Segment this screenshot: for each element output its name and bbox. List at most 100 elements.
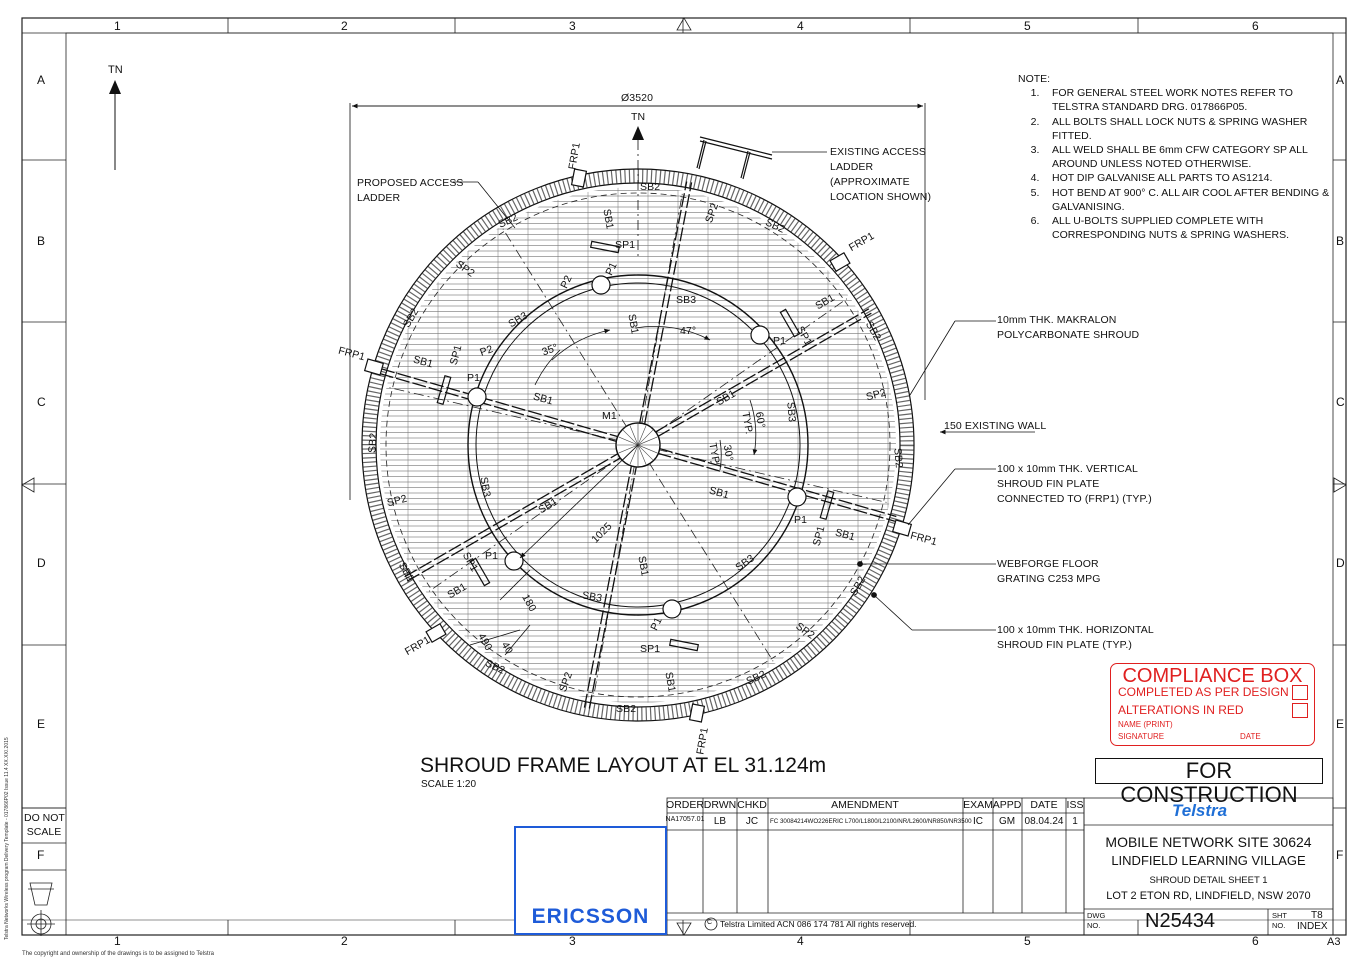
shroud-plan: [361, 168, 915, 723]
callout-existing-wall: 150 EXISTING WALL: [944, 420, 1047, 432]
frp1-bracket: [363, 358, 385, 376]
label-sb2-right: SB2: [891, 447, 905, 469]
frp1-bracket: [891, 519, 913, 537]
plan-north-arrow: [632, 126, 644, 260]
callout-existing-ladder-line2: LADDER: [830, 161, 874, 173]
grid-col-label-bottom: 2: [341, 934, 348, 948]
note-item: 4. HOT DIP GALVANISE ALL PARTS TO AS1214.: [1018, 171, 1338, 185]
callout-leaders: [453, 151, 1035, 631]
label-p1-upper-right: P1: [773, 335, 787, 347]
pipe-node-p1: [662, 599, 682, 619]
grid-row-label-left: B: [37, 234, 46, 248]
amendment-header-cell: ISS: [1066, 799, 1084, 811]
compliance-completed-label: COMPLETED AS PER DESIGN: [1118, 685, 1289, 699]
callout-existing-ladder: EXISTING ACCESS LADDER (APPROXIMATE LOCA…: [830, 145, 931, 205]
pipe-node-p1: [467, 387, 487, 407]
title-block-grid: [1083, 797, 1334, 936]
label-sb3-top: SB3: [676, 294, 697, 306]
callout-proposed-ladder-line1: PROPOSED ACCESS: [357, 177, 464, 189]
grid-col-label-bottom: 3: [569, 934, 576, 948]
grid-column-ticks: [227, 18, 1139, 935]
pipe-node-p1: [591, 275, 611, 295]
note-text: FOR GENERAL STEEL WORK NOTES REFER TO TE…: [1052, 87, 1293, 114]
drawing-number: N25434: [1145, 910, 1216, 932]
amendment-header-cell: EXAM: [963, 799, 993, 811]
compliance-title: COMPLIANCE BOX: [1122, 665, 1303, 687]
frp1-bracket: [829, 251, 851, 273]
callout-horizontal-fin: 100 x 10mm THK. HORIZONTAL SHROUD FIN PL…: [997, 623, 1154, 653]
notes-heading: NOTE:: [1018, 73, 1051, 85]
compliance-alterations-checkbox[interactable]: [1292, 703, 1308, 718]
grid-col-label-top: 1: [114, 19, 121, 33]
centre-mark-top: [676, 17, 692, 31]
amendment-header-cell: CHKD: [737, 799, 767, 811]
frp1-bracket: [688, 703, 706, 723]
callout-existing-ladder-line3: (APPROXIMATE: [830, 176, 910, 188]
note-number: 1.: [1030, 87, 1040, 100]
plan-north-label: TN: [631, 111, 646, 123]
site-address: LOT 2 ETON RD, LINDFIELD, NSW 2070: [1106, 890, 1311, 902]
amendment-header-cell: DATE: [1030, 799, 1058, 811]
grid-row-label-left: C: [37, 395, 46, 409]
sheet-size: A3: [1327, 936, 1341, 948]
amendment-header-cell: DRWN: [703, 799, 737, 811]
label-sb2-bottom: SB2: [616, 703, 637, 715]
frp1-bracket: [425, 622, 447, 644]
callout-horizontal-fin-line1: 100 x 10mm THK. HORIZONTAL: [997, 624, 1154, 636]
note-number: 4.: [1030, 172, 1040, 185]
callout-proposed-ladder: PROPOSED ACCESS LADDER: [357, 176, 464, 206]
copyright-line: Telstra Limited ACN 086 174 781 All righ…: [720, 919, 917, 929]
note-text: HOT DIP GALVANISE ALL PARTS TO AS1214.: [1052, 172, 1273, 185]
compliance-completed-checkbox[interactable]: [1292, 685, 1308, 700]
callout-makralon-line2: POLYCARBONATE SHROUD: [997, 329, 1140, 341]
site-name: LINDFIELD LEARNING VILLAGE: [1111, 853, 1306, 868]
sp1-clamp: [779, 308, 801, 338]
label-p1-left: P1: [467, 372, 481, 384]
sp1-clamp: [819, 489, 835, 521]
label-sb2-left: SB2: [366, 432, 380, 454]
index-label: INDEX: [1297, 921, 1328, 932]
centre-mark-bottom: [676, 922, 692, 936]
dwg-no-label: NO.: [1087, 921, 1101, 930]
amendment-row-cell: GM: [998, 816, 1016, 827]
angle-30: 30°: [720, 443, 736, 463]
grid-row-label-right: D: [1336, 556, 1345, 570]
pipe-node-p1: [750, 325, 770, 345]
grid-row-label-right: A: [1336, 73, 1345, 87]
label-sp1-bottom: SP1: [640, 643, 661, 655]
callout-webforge-line2: GRATING C253 MPG: [997, 573, 1101, 585]
frp1-bracket: [570, 168, 588, 188]
copyright-symbol: C: [707, 919, 713, 926]
note-number: 2.: [1030, 115, 1040, 128]
sht-label: SHT: [1272, 911, 1287, 920]
callout-makralon: 10mm THK. MAKRALON POLYCARBONATE SHROUD: [997, 313, 1139, 343]
compliance-date-label: DATE: [1240, 732, 1261, 741]
callout-webforge-line1: WEBFORGE FLOOR: [997, 558, 1099, 570]
grid-col-label-top: 6: [1252, 19, 1259, 33]
callout-vertical-fin-line1: 100 x 10mm THK. VERTICAL: [997, 463, 1138, 475]
ericsson-logo: ERICSSON: [514, 826, 667, 935]
sp1-clamp: [668, 638, 700, 652]
grid-row-label-right: E: [1336, 717, 1345, 731]
callout-proposed-ladder-line2: LADDER: [357, 192, 401, 204]
radial-centreline: [428, 444, 639, 592]
left-panel-grid: [22, 807, 66, 936]
callout-existing-ladder-line4: LOCATION SHOWN): [830, 191, 932, 203]
amendment-table-grid: [666, 797, 1085, 936]
label-sp1-top: SP1: [615, 239, 636, 251]
angle-60: 60°: [752, 410, 768, 430]
compliance-name-label: NAME (PRINT): [1118, 720, 1173, 729]
amendment-row-cell: IC: [973, 816, 983, 827]
label-sb3-right: SB3: [784, 401, 798, 423]
sp1-clamp: [469, 557, 491, 587]
drawing-scale: SCALE 1:20: [421, 779, 477, 790]
note-text: ALL WELD SHALL BE 6mm CFW CATEGORY SP AL…: [1052, 144, 1308, 171]
status-stamp: FOR CONSTRUCTION: [1095, 758, 1323, 807]
general-notes: NOTE: 1. FOR GENERAL STEEL WORK NOTES REF…: [1018, 72, 1338, 242]
grid-row-label-left: F: [37, 848, 45, 862]
amendment-row-cell: 1: [1072, 816, 1078, 827]
note-item: 3.ALL WELD SHALL BE 6mm CFW CATEGORY SP …: [1018, 143, 1338, 171]
label-p1-right: P1: [794, 514, 808, 526]
radial-centreline: [637, 444, 774, 662]
label-m1: M1: [602, 410, 617, 422]
